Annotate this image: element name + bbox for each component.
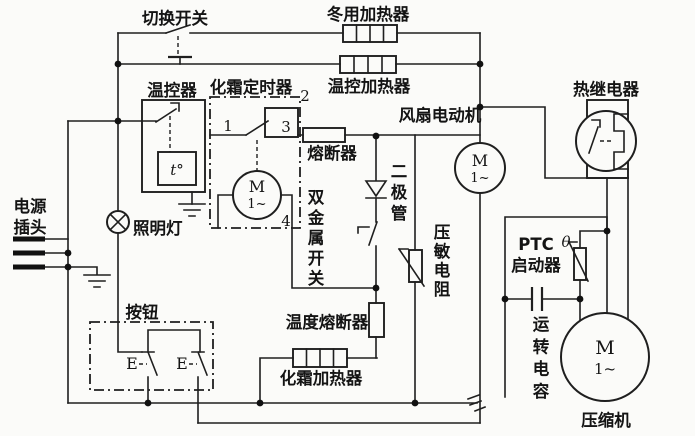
compressor-m: M (595, 337, 614, 359)
terminal-1: 1 (223, 117, 233, 135)
compressor-motor-icon (560, 312, 650, 402)
ptc-theta: θ (561, 233, 570, 251)
wire-timer-leads (217, 194, 377, 289)
push-switch-2 (191, 350, 209, 424)
wire-relay-outputs (606, 177, 629, 320)
heater-cells (355, 24, 385, 43)
defrost-heater-symbol (292, 348, 348, 368)
toggle-switch-symbol (164, 23, 192, 65)
ground-symbol-plug (83, 274, 111, 288)
label-fan-motor: 风扇电动机 (399, 105, 482, 125)
ptc-stroke (567, 240, 590, 283)
timer-motor-phase: 1~ (247, 197, 266, 212)
capacitor-plates (530, 287, 544, 311)
timer-motor-m: M (249, 177, 265, 196)
run-capacitor-symbol (530, 287, 544, 311)
label-toggle-switch: 切换开关 (142, 8, 209, 28)
lamp-symbol (106, 210, 130, 234)
label-power-plug-2: 插头 (14, 217, 47, 237)
relay-bimetal-element (613, 113, 629, 170)
ground-icon (83, 274, 111, 288)
varistor-symbol (397, 247, 426, 288)
bimetal-blade (367, 220, 379, 247)
label-winter-heater: 冬用加热器 (327, 4, 410, 24)
label-power-plug-1: 电源 (14, 196, 48, 216)
push-switch-1 (141, 350, 159, 404)
heater-cells (353, 55, 383, 74)
ground-icon (178, 203, 206, 217)
push-switch-1-actuator: E (126, 354, 138, 373)
heater-cells (305, 348, 335, 368)
push-switch-2-actuator: E (176, 354, 188, 373)
plug-prongs-icon (13, 236, 45, 270)
junction-dots (64, 60, 611, 407)
label-lamp: 照明灯 (133, 219, 183, 238)
label-thermal-fuse: 温度熔断器 (286, 312, 369, 332)
relay-circle (575, 110, 637, 172)
ptc-starter-symbol: θ (561, 233, 590, 283)
label-thermal-relay: 热继电器 (573, 79, 640, 99)
timer-motor-icon (232, 170, 282, 220)
label-diode: 二极管 (391, 162, 408, 223)
fan-motor-symbol: M 1~ (454, 142, 506, 194)
ptc-body (573, 247, 587, 281)
label-compressor: 压缩机 (581, 410, 631, 430)
wire-defrost-heater-leads (259, 357, 378, 404)
button-inner-frame (147, 329, 201, 353)
varistor-body (408, 249, 423, 283)
thermo-heater-symbol (339, 55, 397, 74)
label-thermostat: 温控器 (147, 80, 197, 100)
compressor-symbol: M 1~ (560, 312, 650, 402)
diode-symbol (364, 180, 388, 199)
winter-heater-symbol (342, 24, 398, 43)
varistor-stroke (397, 247, 426, 288)
labels: 切换开关 冬用加热器 温控加热器 温控器 化霜定时器 热继电器 风扇电动机 熔断… (14, 4, 640, 430)
defrost-timer-symbol: M 1~ (209, 96, 301, 229)
sensor-label: t° (170, 161, 184, 179)
sensor-box (157, 151, 197, 186)
wire-prong-leads (44, 238, 98, 275)
thermal-relay-symbol (575, 99, 637, 179)
label-fuse: 熔断器 (307, 143, 357, 163)
terminal-3: 3 (281, 118, 291, 136)
label-varistor: 压敏电阻 (433, 223, 451, 299)
timer-contact3-box (264, 107, 299, 138)
wire-break-marks (466, 393, 487, 413)
relay-switch (587, 119, 601, 155)
toggle-blade (164, 23, 192, 35)
thermal-fuse-body (368, 302, 385, 338)
fan-motor-icon (454, 142, 506, 194)
label-ptc-2: 启动器 (511, 255, 561, 275)
power-plug-symbol (13, 236, 45, 270)
label-run-capacitor: 运转电容 (533, 315, 550, 401)
fuse-body (302, 127, 346, 143)
button-box (89, 321, 214, 391)
label-ptc-1: PTC (518, 235, 553, 254)
label-bimetal-switch: 双金属开关 (307, 188, 325, 288)
label-thermo-heater: 温控加热器 (328, 76, 411, 96)
timer-box (209, 96, 301, 229)
terminal-2: 2 (300, 87, 310, 105)
diode-triangle (364, 180, 388, 198)
bimetal-switch-symbol (357, 220, 379, 247)
label-push-button: 按钮 (126, 302, 160, 322)
lamp-cross (109, 213, 127, 231)
push-button-symbol: E E (89, 321, 214, 424)
thermostat-symbol: t° (141, 99, 206, 217)
thermal-fuse-symbol (368, 302, 385, 338)
terminal-4: 4 (281, 212, 291, 230)
label-defrost-heater: 化霜加热器 (280, 368, 363, 388)
thermostat-switch (141, 102, 180, 124)
fan-motor-phase: 1~ (470, 171, 489, 186)
compressor-phase: 1~ (594, 360, 616, 378)
fuse-symbol (302, 127, 346, 143)
wire-ptc-network (504, 216, 608, 398)
fan-motor-m: M (472, 151, 488, 170)
thermostat-box (141, 99, 206, 193)
label-defrost-timer: 化霜定时器 (210, 77, 293, 97)
bimetal-contact (357, 226, 370, 234)
